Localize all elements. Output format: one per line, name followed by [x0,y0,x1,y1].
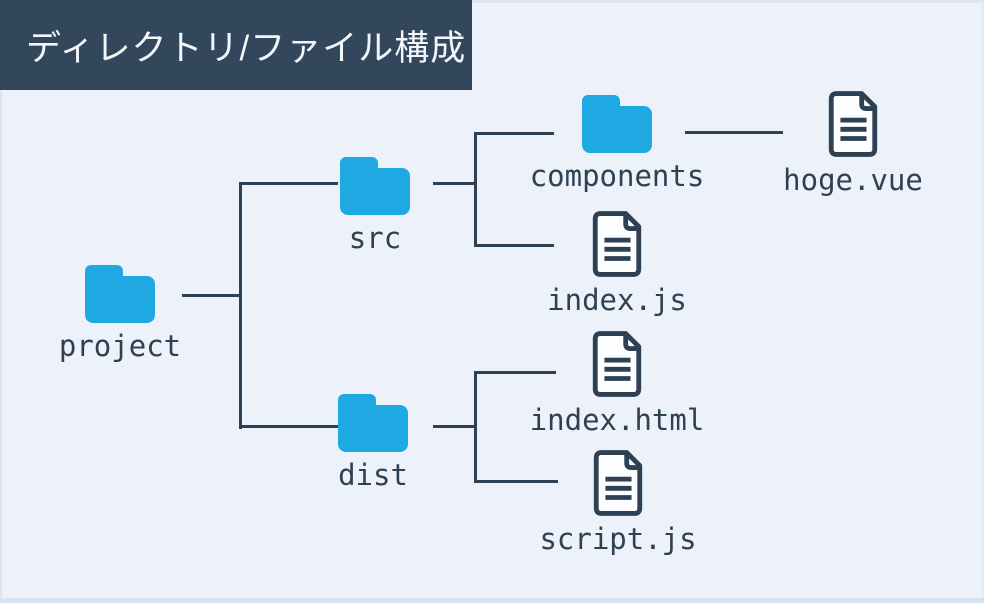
page-title: ディレクトリ/ファイル構成 [26,28,467,68]
node-label: project [58,329,182,363]
file-icon [828,91,878,157]
node-label: index.html [529,403,705,437]
title-banner: ディレクトリ/ファイル構成 [0,0,472,90]
tree-node-script-js: script.js [539,450,697,554]
connector-dist-vertical [474,371,477,483]
folder-icon [340,157,410,215]
connector-src-trunk [433,182,476,185]
connector-project-vertical [239,182,242,429]
folder-icon [85,265,155,323]
tree-node-index-html: index.html [530,331,704,435]
folder-icon [338,394,408,452]
tree-node-dist: dist [338,394,408,490]
file-icon [592,211,642,277]
tree-node-hoge-vue: hoge.vue [783,91,923,195]
node-label: index.js [547,283,687,317]
tree-node-project: project [59,265,181,361]
node-label: components [529,159,705,193]
node-label: src [348,221,402,255]
tree-node-components: components [530,95,704,191]
connector-dist-trunk [433,425,476,428]
connector-to-index-js [474,244,554,247]
node-label: dist [338,458,408,492]
connector-to-components [474,132,554,135]
node-label: script.js [539,522,697,556]
file-icon [593,450,643,516]
connector-components-to-hoge-vue [685,131,783,134]
file-icon [592,331,642,397]
connector-to-src [239,182,338,185]
node-label: hoge.vue [783,163,923,197]
connector-src-vertical [474,132,477,247]
connector-to-script-js [474,480,558,483]
tree-node-index-js: index.js [547,211,687,315]
tree-node-src: src [340,157,410,253]
connector-to-dist [239,425,338,428]
connector-project-trunk [182,294,240,297]
folder-icon [582,95,652,153]
connector-to-index-html [474,371,556,374]
